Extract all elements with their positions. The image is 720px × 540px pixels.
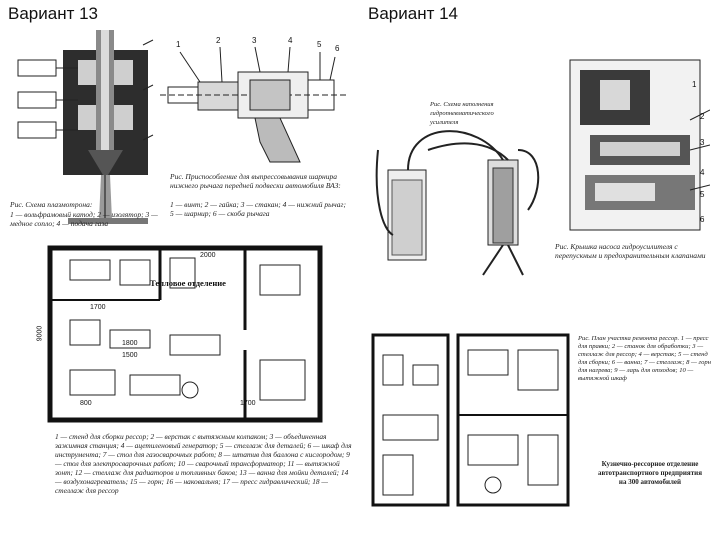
fixture-label-1: 1 <box>176 40 181 49</box>
plasmatron-drawing <box>17 30 154 225</box>
plan-dim-1: 1700 <box>90 304 106 311</box>
fixture-label-6: 6 <box>335 44 340 53</box>
plan-room-label: Тепловое отделение <box>150 278 226 288</box>
plan-title-line-2: автотранспортного предприятия <box>598 469 702 477</box>
fixture-label-2: 2 <box>216 36 221 45</box>
plasmatron-legend: 1 — вольфрамовый катод; 2 — изолятор; 3 … <box>10 210 158 228</box>
plasmatron-caption: Рис. Схема плазмотрона: <box>10 200 93 209</box>
floor-plan-14-legend: Рис. План участка ремонта рессор. 1 — пр… <box>578 335 711 382</box>
pump-label-4: 4 <box>700 168 705 177</box>
pump-label-6: 6 <box>700 215 705 224</box>
variant-13-title: Вариант 13 <box>8 4 99 23</box>
plan-dim-4: 2000 <box>200 252 216 259</box>
floor-plan-13-legend: 1 — стенд для сборки рессор; 2 — верстак… <box>55 432 352 495</box>
floor-plan-13: Тепловое отделение 1700 1800 1500 2000 9… <box>30 240 330 430</box>
pump-cover-caption: Рис. Крышка насоса гидроусилителя с пере… <box>555 242 706 260</box>
plasmatron-figure <box>8 30 158 230</box>
hydraulic-filling-figure <box>368 80 546 280</box>
pressout-fixture-caption: Рис. Приспособление для выпрессовывания … <box>170 172 341 190</box>
pressout-fixture-legend: 1 — винт; 2 — гайка; 3 — стакан; 4 — ниж… <box>170 200 346 218</box>
pump-label-3: 3 <box>700 138 705 147</box>
fixture-label-4: 4 <box>288 36 293 45</box>
plan-dim-6: 800 <box>80 400 92 407</box>
plan-title-line-1: Кузнечно-рессорное отделение <box>601 460 699 468</box>
pump-label-2: 2 <box>700 112 705 121</box>
plan-dim-2: 1800 <box>122 340 138 347</box>
pressout-fixture-drawing <box>160 46 346 163</box>
hydraulic-filling-caption: Рис. Схема наполнения гидропневматическо… <box>430 101 494 126</box>
plan-title-line-3: на 300 автомобилей <box>618 478 682 486</box>
floor-plan-13-drawing <box>47 245 323 423</box>
fixture-label-3: 3 <box>252 36 257 45</box>
plan-dim-7: 1700 <box>240 400 256 407</box>
floor-plan-14-drawing <box>371 333 570 507</box>
pump-label-1: 1 <box>692 80 697 89</box>
plan-dim-5: 9000 <box>36 325 44 342</box>
plan-dim-3: 1500 <box>122 352 138 359</box>
fixture-label-5: 5 <box>317 40 322 49</box>
pressout-fixture-figure: 1 2 3 4 5 6 <box>160 32 348 172</box>
floor-plan-14-title: Кузнечно-рессорное отделение автотранспо… <box>590 460 710 487</box>
variant-14-title: Вариант 14 <box>368 4 459 23</box>
pump-label-5: 5 <box>700 190 705 199</box>
hydraulic-filling-drawing <box>375 130 540 276</box>
pump-cover-drawing <box>569 59 711 231</box>
pump-cover-figure: 1 2 3 4 5 6 <box>560 40 711 240</box>
floor-plan-14 <box>368 325 573 525</box>
